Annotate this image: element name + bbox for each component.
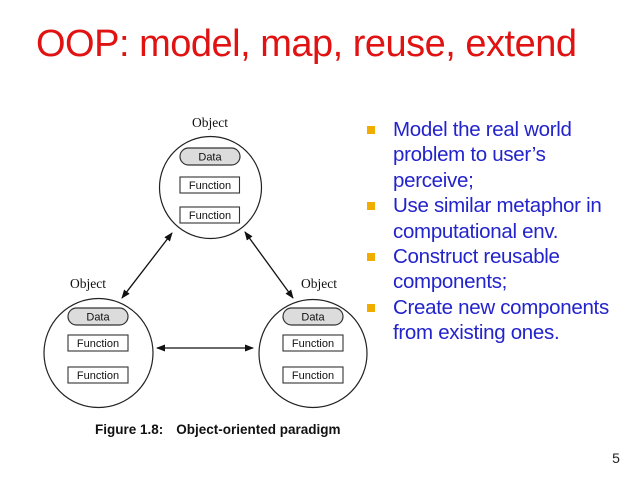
- data-label: Data: [198, 152, 222, 164]
- function-box: [282, 366, 344, 384]
- function-label: Function: [292, 338, 334, 350]
- function-box: [282, 334, 344, 352]
- figure-caption: Figure 1.8: Object-oriented paradigm: [95, 422, 341, 437]
- arrow-top-left: [121, 232, 173, 299]
- object-label: Object: [192, 115, 228, 130]
- page-number: 5: [612, 450, 620, 466]
- slide-title: OOP: model, map, reuse, extend: [36, 23, 577, 65]
- function-box: [67, 334, 129, 352]
- data-label: Data: [86, 312, 110, 324]
- function-box: [179, 206, 241, 224]
- object-node-left: Object Data Function Function: [43, 276, 154, 409]
- function-label: Function: [77, 338, 119, 350]
- bullet-square-icon: [367, 202, 375, 211]
- function-label: Function: [189, 210, 231, 222]
- oop-diagram: Object Data Function Function Object Dat…: [43, 115, 368, 409]
- data-label: Data: [301, 312, 325, 324]
- bullet-square-icon: [367, 126, 375, 134]
- data-pill: [179, 147, 241, 166]
- object-circle: [258, 298, 368, 409]
- object-circle: [158, 135, 263, 240]
- function-label: Function: [77, 370, 119, 382]
- function-box: [67, 366, 129, 384]
- data-pill: [67, 307, 129, 326]
- object-label: Object: [301, 276, 337, 291]
- object-node-top: Object Data Function Function: [158, 115, 263, 240]
- function-label: Function: [189, 180, 231, 192]
- arrow-top-right: [244, 231, 294, 299]
- bullet-square-icon: [367, 303, 375, 312]
- figure-caption-text: Object-oriented paradigm: [176, 422, 341, 437]
- figure-caption-label: Figure 1.8:: [95, 422, 164, 437]
- data-pill: [282, 307, 344, 326]
- object-node-right: Object Data Function Function: [258, 276, 368, 409]
- object-circle: [43, 297, 154, 409]
- bullet-square-icon: [367, 253, 375, 262]
- function-box: [179, 176, 241, 194]
- object-label: Object: [70, 276, 106, 291]
- function-label: Function: [292, 370, 334, 382]
